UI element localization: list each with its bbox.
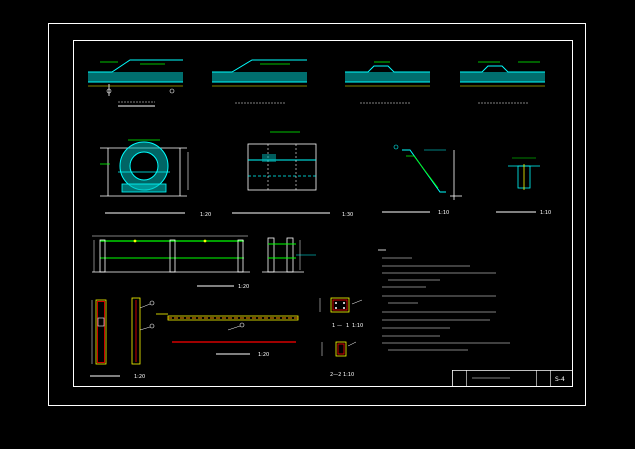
profile-1 — [88, 59, 183, 107]
well-section: 1:20 — [100, 139, 211, 218]
longitudinal-section: 1:30 — [232, 131, 353, 218]
notes-block — [378, 249, 510, 351]
handrail-rebar: 1:20 — [156, 313, 299, 358]
section-2-2: 2—2 1:10 — [321, 341, 357, 378]
scale-railing: 1:20 — [238, 284, 249, 290]
scale-post-column: 1:20 — [134, 374, 145, 380]
section-1-label: 1 — [332, 323, 335, 329]
section-1-1: 1 — 1 1:10 — [319, 297, 363, 329]
scale-post: 1:10 — [540, 210, 551, 216]
scale-well: 1:20 — [200, 212, 211, 218]
section-1-scale: 1:10 — [352, 323, 363, 329]
scale-handrail: 1:20 — [258, 352, 269, 358]
post-detail: 1:10 — [496, 157, 551, 216]
inclined-detail: 1:10 — [382, 144, 462, 216]
section-1-number: 1 — [346, 323, 349, 329]
railing-elevation: 1:20 — [92, 235, 250, 290]
profile-2 — [212, 59, 307, 104]
sheet-number: S-4 — [555, 376, 565, 383]
section-1-dash: — — [337, 323, 342, 329]
title-block: S-4 — [452, 370, 572, 386]
scale-longitudinal: 1:30 — [342, 212, 353, 218]
inner-border — [73, 40, 573, 387]
profile-4 — [460, 61, 545, 104]
scale-inclined: 1:10 — [438, 210, 449, 216]
profile-3 — [345, 61, 430, 104]
post-column-detail: 1:20 — [90, 297, 155, 380]
outer-border — [48, 23, 586, 406]
section-2-label: 2—2 1:10 — [330, 372, 354, 378]
railing-side — [262, 237, 316, 273]
